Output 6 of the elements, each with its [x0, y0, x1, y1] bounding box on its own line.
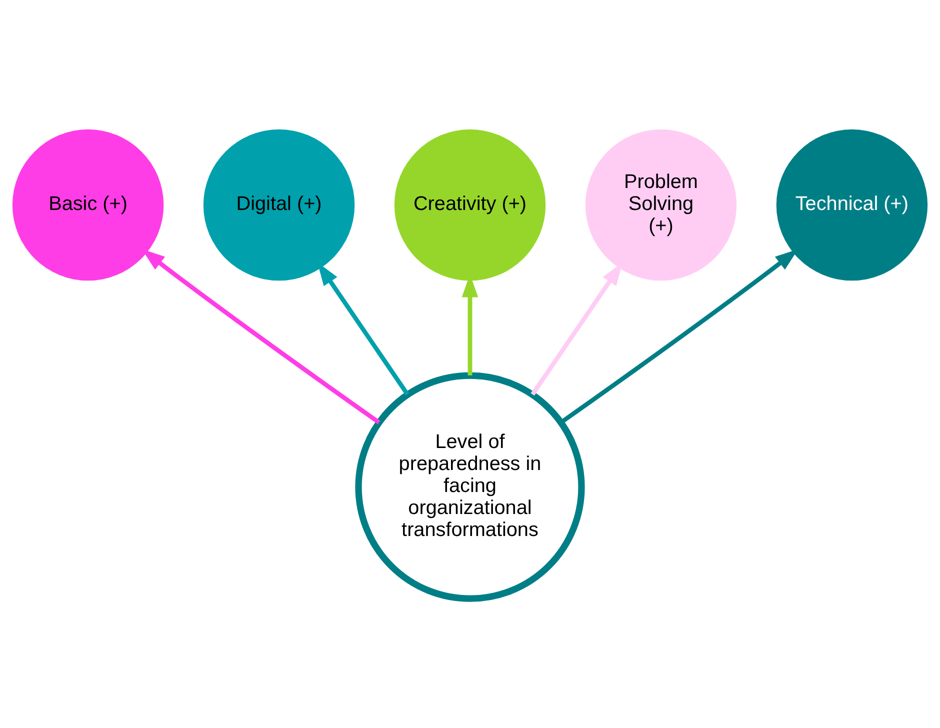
node-circle: Technical (+) — [776, 129, 928, 281]
node-circle: Basic (+) — [12, 129, 164, 281]
node-circle: Creativity (+) — [394, 129, 546, 281]
node-circle: Problem Solving (+) — [585, 129, 737, 281]
node-circle: Digital (+) — [203, 129, 355, 281]
node-circle: Level of preparedness in facing organizational transformations — [355, 372, 585, 602]
